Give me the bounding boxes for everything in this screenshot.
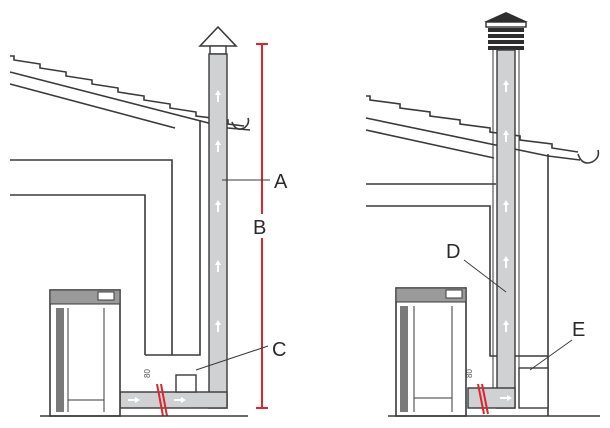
- flow-arrow-right: [128, 397, 140, 403]
- flow-arrow-up: [503, 320, 509, 332]
- left-house-wall: [10, 120, 201, 356]
- right-wall-sleeve: [518, 367, 549, 409]
- right-fitting-mark-label: 80: [465, 369, 474, 378]
- flow-arrow-right: [500, 395, 512, 401]
- label-d: D: [446, 241, 460, 263]
- flow-arrow-up: [215, 90, 221, 102]
- left-installation: 80 A B C: [9, 25, 288, 417]
- label-c: C: [272, 339, 286, 361]
- leader-c: [195, 345, 269, 371]
- label-a: A: [274, 171, 288, 193]
- label-e: E: [572, 319, 585, 341]
- left-stove: [49, 289, 121, 417]
- left-cap-collar: [209, 45, 227, 55]
- flow-arrow-up: [503, 200, 509, 212]
- leader-e: [529, 339, 573, 371]
- right-roof: [365, 95, 600, 164]
- flow-arrow-up: [215, 200, 221, 212]
- right-chimney-cap: [484, 12, 528, 50]
- left-fitting-mark: [156, 383, 168, 417]
- right-flow-arrows: [500, 80, 512, 401]
- left-wall-collar: [175, 374, 197, 393]
- right-vertical-flue: [496, 49, 516, 409]
- left-fitting-mark-label: 80: [143, 369, 152, 378]
- label-b: B: [253, 217, 266, 239]
- flow-arrow-up: [215, 140, 221, 152]
- left-chimney-cap: [198, 25, 238, 47]
- flow-arrow-up: [215, 260, 221, 272]
- height-measurement-b: [252, 43, 270, 409]
- flow-arrow-up: [215, 320, 221, 332]
- right-stove: [395, 287, 467, 417]
- flow-arrow-up: [503, 80, 509, 92]
- flow-arrow-right: [174, 397, 186, 403]
- flow-arrow-up: [503, 130, 509, 142]
- leader-d: [463, 259, 507, 293]
- left-roof: [9, 55, 251, 131]
- left-flow-arrows: [128, 90, 221, 403]
- right-installation: 80 D E: [365, 12, 600, 417]
- left-vertical-flue: [208, 53, 228, 409]
- flow-arrow-up: [503, 256, 509, 268]
- right-fitting-mark: [477, 383, 489, 415]
